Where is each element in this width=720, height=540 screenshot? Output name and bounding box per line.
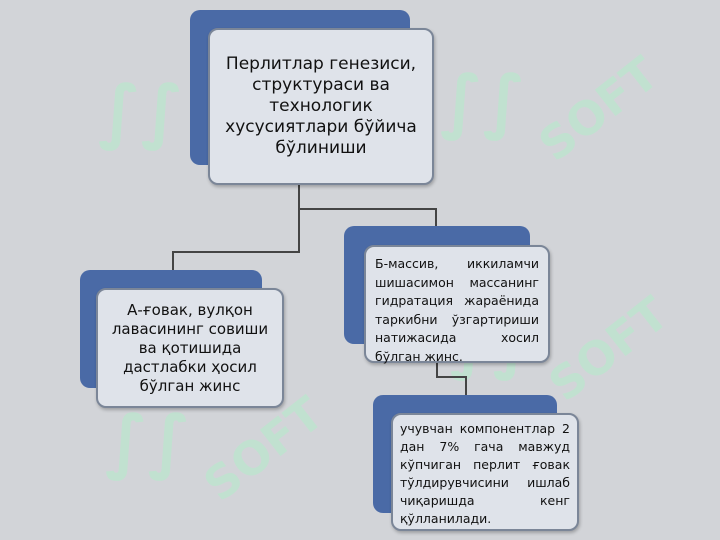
- bottom-node-text: учувчан компонентлар 2 дан 7% гача мавжу…: [400, 421, 570, 526]
- left-node-text: А-ғовак, вулқон лавасининг совиши ва қот…: [111, 300, 269, 395]
- connector-horizontal-left: [172, 251, 300, 253]
- connector-left-drop: [172, 251, 174, 271]
- watermark-logo: ∫∫SOFT: [440, 46, 669, 172]
- connector-right-down: [436, 362, 438, 377]
- watermark-logo: ∫∫SOFT: [105, 386, 334, 512]
- right-node-text: Б-массив, иккиламчи шишасимон массанинг …: [375, 256, 539, 364]
- connector-right-jog: [436, 376, 466, 378]
- connector-stem: [298, 208, 300, 252]
- right-node: Б-массив, иккиламчи шишасимон массанинг …: [364, 245, 550, 364]
- connector-right-drop: [435, 208, 437, 226]
- watermark-logo: ∫∫SOFT: [98, 56, 327, 182]
- root-node-text: Перлитлар генезиси, структураси ва техно…: [225, 54, 417, 158]
- left-node: А-ғовак, вулқон лавасининг совиши ва қот…: [96, 288, 284, 408]
- bottom-node: учувчан компонентлар 2 дан 7% гача мавжу…: [391, 413, 579, 531]
- connector-root-down: [298, 182, 300, 209]
- root-node: Перлитлар генезиси, структураси ва техно…: [208, 28, 434, 185]
- connector-bottom-drop: [465, 376, 467, 396]
- connector-horizontal-top: [298, 208, 436, 210]
